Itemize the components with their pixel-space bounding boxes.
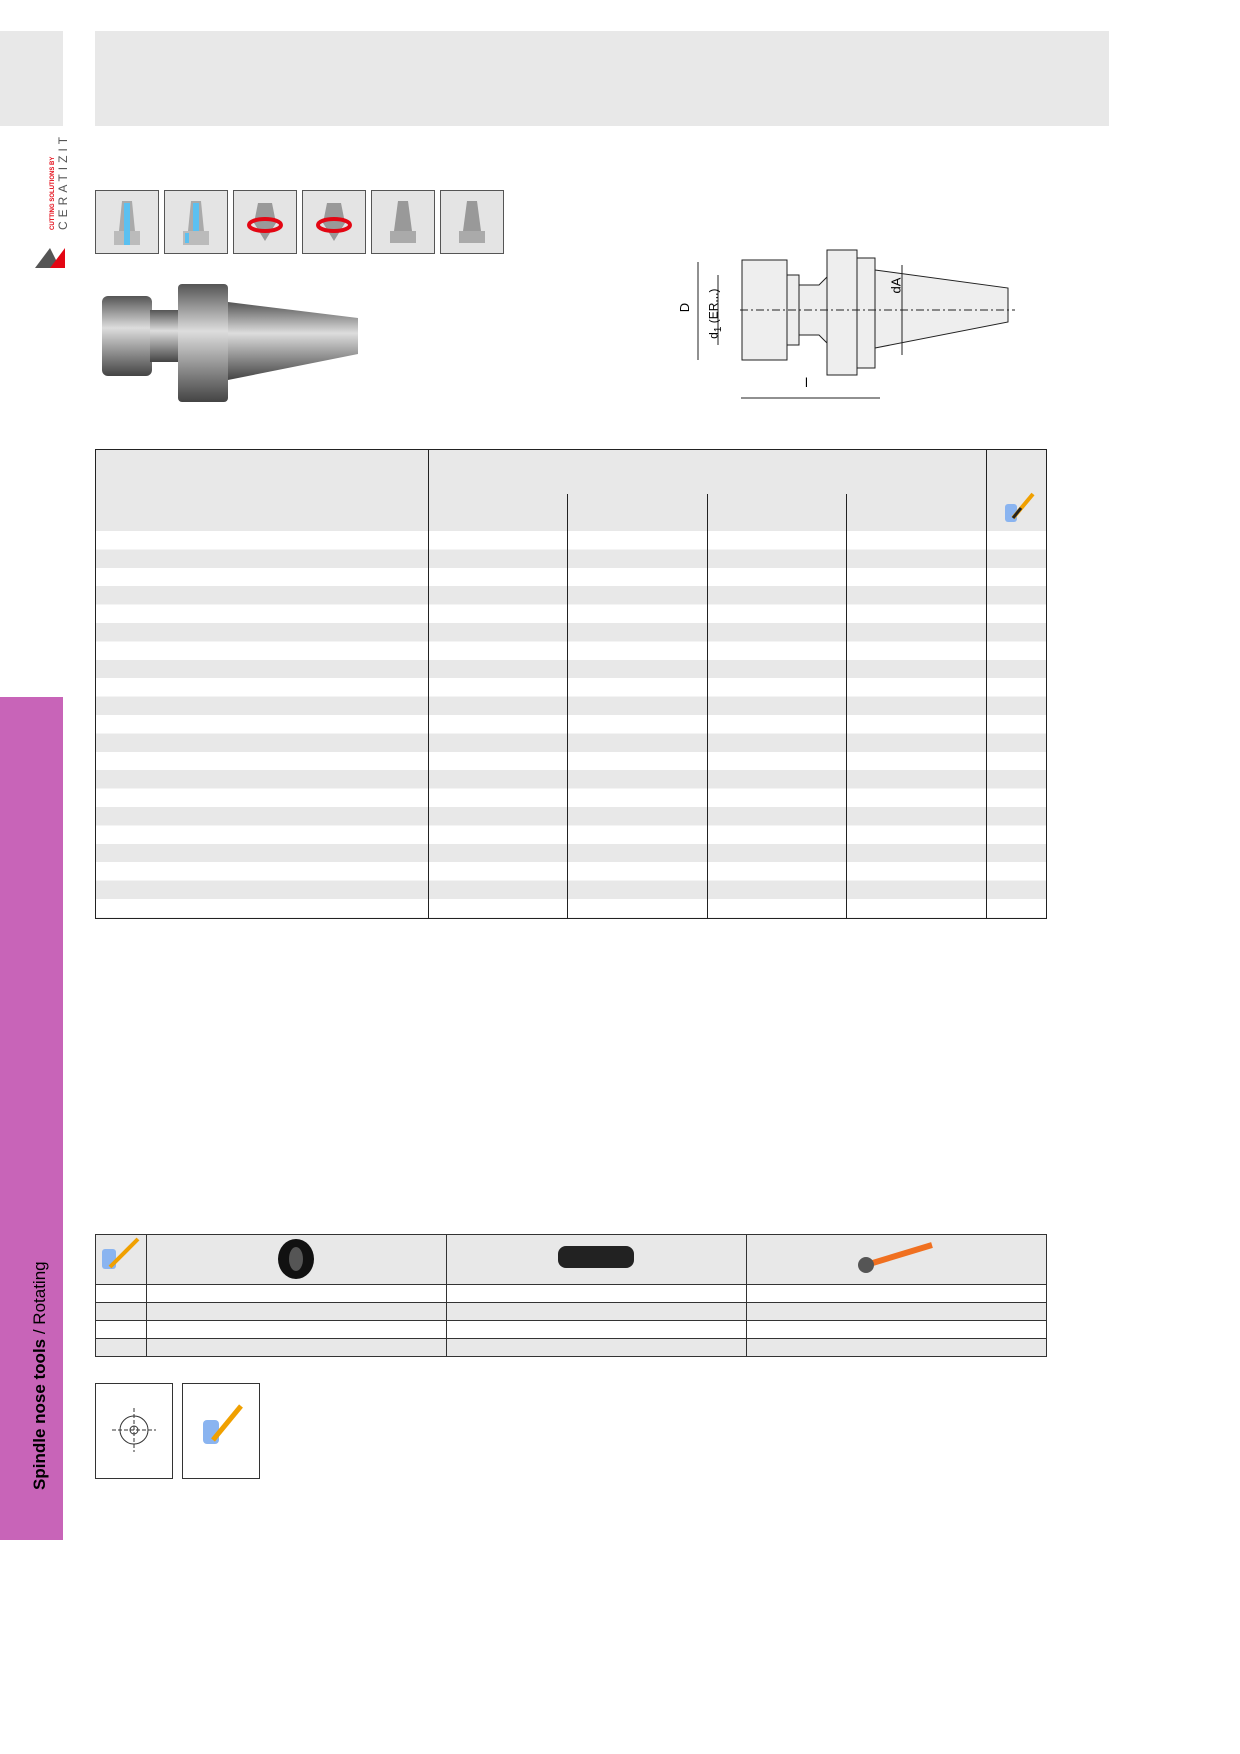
fine-balanced-icon	[302, 190, 366, 254]
dim-D: D	[677, 302, 693, 313]
section-title: Spindle nose tools / Rotating	[30, 1261, 49, 1490]
balanced-icon	[233, 190, 297, 254]
logo-mark-icon	[35, 248, 65, 268]
technical-drawing: D d1 (ER...) dA l	[670, 240, 1030, 415]
main-table-body	[95, 531, 1047, 919]
clamping-nut-header	[145, 1234, 447, 1285]
product-photo	[100, 282, 362, 412]
accessories-tool-icon	[1005, 492, 1035, 522]
accessory-header-tool	[95, 1234, 147, 1285]
logo-brand: CERATIZIT	[56, 132, 70, 230]
coolant-through-icon	[95, 190, 159, 254]
dim-l: l	[805, 375, 808, 390]
accessory-table	[95, 1234, 1048, 1357]
accessories-tool-icon	[102, 1237, 140, 1269]
stop-screw-header	[445, 1234, 747, 1285]
collet-nut-legend-icon	[95, 1383, 173, 1479]
stop-screw-icon	[558, 1246, 635, 1268]
wrench-icon	[858, 1242, 934, 1273]
taper-form-a-icon	[371, 190, 435, 254]
dim-d1: d1 (ER...)	[706, 288, 724, 339]
coolant-flange-icon	[164, 190, 228, 254]
dim-dA: dA	[888, 277, 904, 294]
header-band	[95, 31, 1109, 126]
wrench-header	[745, 1234, 1048, 1285]
clamping-nut-icon	[278, 1239, 315, 1279]
accessories-legend-icon	[182, 1383, 260, 1479]
main-table-header	[95, 449, 1047, 532]
taper-form-b-icon	[440, 190, 504, 254]
section-sidebar	[0, 697, 63, 1540]
header-band-left	[0, 31, 63, 126]
ceratizit-logo: CUTTING SOLUTIONS BY CERATIZIT	[30, 130, 75, 275]
